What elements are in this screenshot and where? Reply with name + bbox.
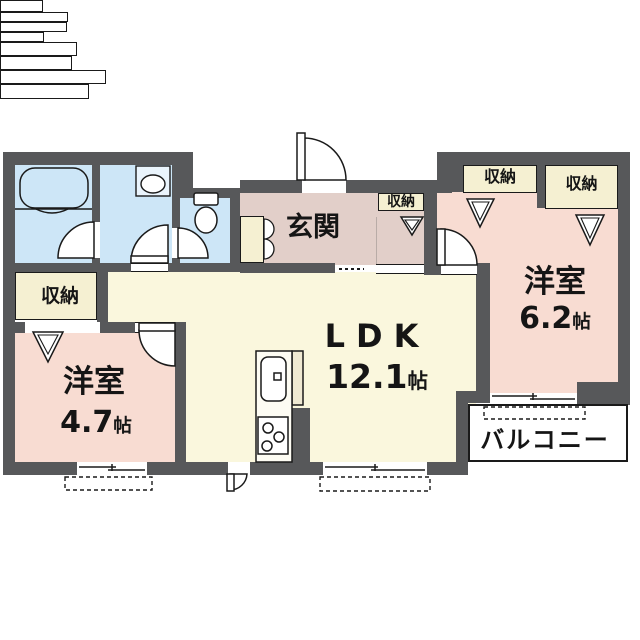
wall-segment xyxy=(3,152,15,475)
closet-right-2-box xyxy=(545,165,618,209)
window-sliding xyxy=(0,70,106,84)
wall-segment xyxy=(100,322,135,333)
wall-segment xyxy=(168,263,240,272)
wall-segment xyxy=(537,165,545,208)
wall-segment xyxy=(3,462,77,475)
wall-segment xyxy=(346,180,446,193)
room-toilet xyxy=(180,198,230,263)
closet-hall-box xyxy=(378,193,424,211)
closet-right-1-box xyxy=(463,165,537,193)
wall-segment xyxy=(97,272,108,322)
closet-right-2-label: 収納 xyxy=(565,174,598,193)
room-label-ldk: LDK xyxy=(324,317,430,355)
room-bedroom-right-lower xyxy=(490,275,618,393)
wall-segment xyxy=(240,180,302,193)
entrance-door xyxy=(296,132,347,181)
wall-segment xyxy=(427,462,468,475)
door-opening xyxy=(131,263,168,272)
closet-left-box xyxy=(15,272,97,320)
closet-sill xyxy=(0,42,77,56)
shoe-cabinet-box xyxy=(240,216,264,263)
door-opening xyxy=(172,228,180,258)
wall-segment xyxy=(147,462,228,475)
closet-sill xyxy=(0,32,44,42)
wall-segment xyxy=(172,165,193,191)
wall-segment xyxy=(476,263,490,391)
closet-sill xyxy=(0,22,67,32)
closet-right-1-label: 収納 xyxy=(483,167,516,186)
wall-segment xyxy=(424,193,437,265)
window-sliding xyxy=(0,84,89,99)
room-area-ldk: 12.1帖 xyxy=(326,357,428,396)
wall-segment xyxy=(175,322,186,462)
room-label-bedroom-left: 洋室 xyxy=(63,364,125,400)
door-opening xyxy=(441,263,477,275)
wall-segment xyxy=(3,322,25,333)
balcony-label: バルコニー xyxy=(480,426,610,454)
wall-segment xyxy=(172,198,180,228)
wall-segment xyxy=(577,382,630,405)
front-door-opening xyxy=(302,180,346,193)
closet-left-label: 収納 xyxy=(40,285,79,307)
wall-segment xyxy=(618,152,630,382)
room-bathroom xyxy=(15,165,92,263)
door-arc xyxy=(226,473,248,492)
room-label-bedroom-right: 洋室 xyxy=(524,264,586,300)
wall-segment xyxy=(452,165,463,192)
closet-hall-label: 収納 xyxy=(387,194,415,210)
room-label-genkan: 玄関 xyxy=(286,212,340,243)
door-opening xyxy=(92,222,100,258)
genkan-hall-divider xyxy=(376,217,377,264)
wall-segment xyxy=(456,403,468,462)
room-area-bedroom-left: 4.7帖 xyxy=(60,405,132,440)
wall-segment xyxy=(240,263,335,273)
wall-segment xyxy=(250,462,323,475)
door-opening xyxy=(135,322,175,333)
hall-opening xyxy=(376,264,424,274)
wall-segment xyxy=(3,152,193,165)
wall-segment xyxy=(446,152,630,165)
wall-segment xyxy=(3,263,131,272)
window-sliding xyxy=(0,56,72,70)
wall-segment xyxy=(424,263,441,275)
door-opening xyxy=(228,462,250,475)
wall-segment xyxy=(288,408,310,462)
wall-segment xyxy=(172,188,240,198)
genkan-step xyxy=(0,0,43,12)
wall-segment xyxy=(92,258,100,263)
wall-segment xyxy=(230,198,240,265)
wall-segment xyxy=(456,391,490,403)
room-washroom xyxy=(100,165,172,263)
wall-segment xyxy=(172,258,180,265)
room-area-bedroom-right: 6.2帖 xyxy=(519,301,591,336)
closet-sill xyxy=(0,12,68,22)
wall-segment xyxy=(92,165,100,222)
